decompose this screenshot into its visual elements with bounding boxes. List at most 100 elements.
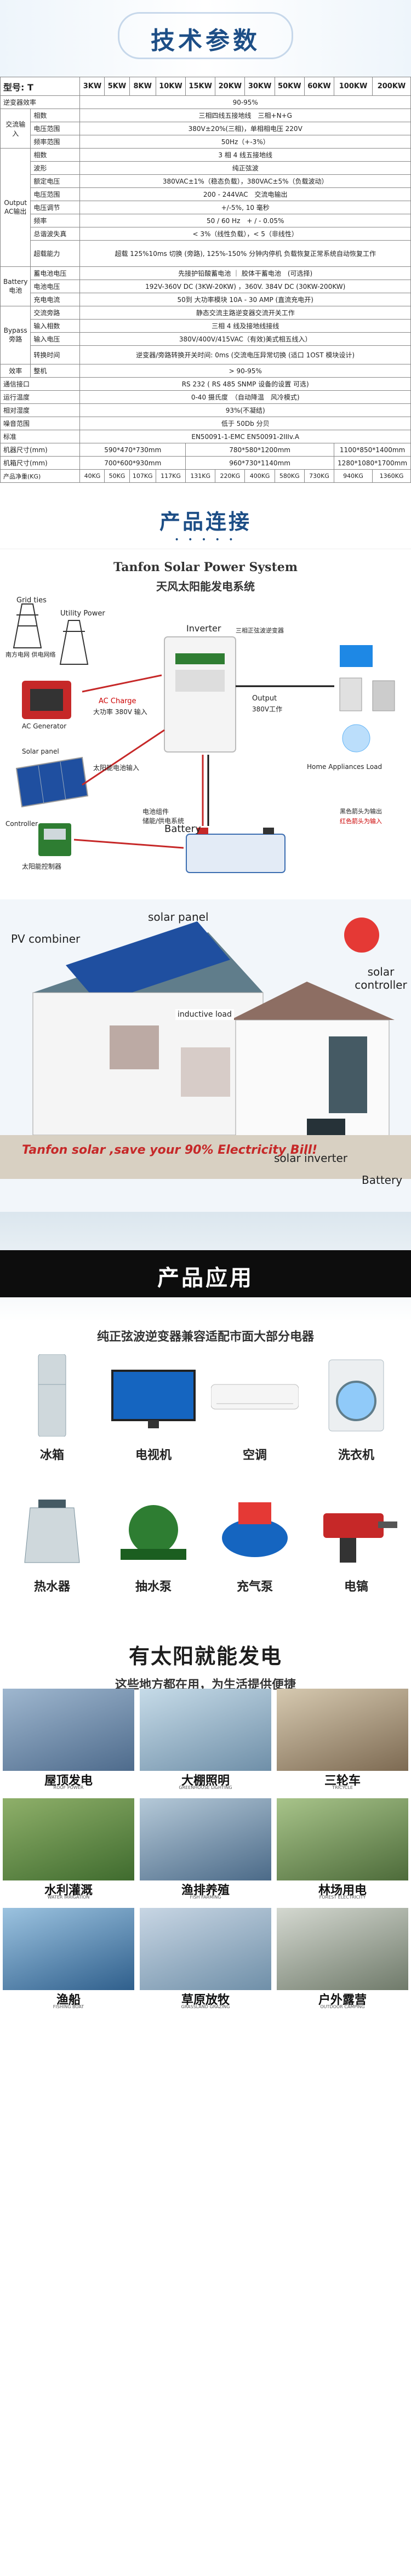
model-col: 10KW bbox=[155, 77, 186, 96]
appliance-name: 电镐 bbox=[344, 1580, 368, 1594]
solar-panel-icon bbox=[15, 756, 89, 808]
row-value: 90-95% bbox=[79, 95, 411, 109]
row-label: 机器尺寸(mm) bbox=[0, 443, 81, 457]
controller-cn-label: 太阳能控制器 bbox=[22, 863, 62, 870]
row-value: 380V±20%(三相)，单相相电压 220V bbox=[79, 122, 411, 135]
section-connect-header: 产品连接 • • • • • bbox=[0, 483, 411, 549]
row-label: 转换时间 bbox=[30, 345, 81, 364]
appliance-item: 冰箱 bbox=[3, 1354, 101, 1463]
ac-charge-cn-label: 大功率 380V 输入 bbox=[93, 708, 147, 716]
row-value: 低于 50Db 分贝 bbox=[79, 417, 411, 430]
ac-charge-label: AC Charge bbox=[99, 697, 136, 705]
model-col: 8KW bbox=[129, 77, 156, 96]
solar-panel-label: Solar panel bbox=[22, 748, 59, 755]
place-caption-en: TRICYCLE bbox=[332, 1785, 353, 1790]
place-photo bbox=[3, 1908, 134, 1990]
table-row: 输入电压 380V/400V/415VAC（有效)美式相五线入） bbox=[1, 332, 411, 346]
row-value: 3 相 4 线五接地线 bbox=[79, 148, 411, 162]
place-caption-en: FISHING BOAT bbox=[53, 2004, 84, 2009]
appliance-item: 抽水泵 bbox=[104, 1486, 203, 1594]
inverter-label: Inverter bbox=[186, 623, 221, 634]
row-label: 通信接口 bbox=[0, 377, 81, 391]
row-value: 580KG bbox=[274, 469, 305, 483]
row-value: 200 - 244VAC 交流电输出 bbox=[79, 187, 411, 201]
row-value: 117KG bbox=[155, 469, 186, 483]
grid-cn-label: 南方电网 供电网络 bbox=[5, 651, 56, 658]
appliance-name: 抽水泵 bbox=[135, 1580, 172, 1594]
fridge-icon bbox=[8, 1354, 96, 1437]
place-caption-en: FISH FARMING bbox=[190, 1895, 221, 1900]
row-label: 波形 bbox=[30, 161, 81, 175]
table-row: 效率 整机 > 90-95% bbox=[0, 364, 411, 378]
row-value: 50Hz（+-3%） bbox=[79, 135, 411, 149]
controller-label: Controller bbox=[5, 820, 38, 828]
row-label: 总谐波失真 bbox=[30, 227, 81, 241]
row-value: RS 232 ( RS 485 SNMP 设备的设置 可选) bbox=[79, 377, 411, 391]
table-row: Output AC输出 相数 3 相 4 线五接地线 bbox=[0, 148, 411, 267]
row-value: 三相四线五接地线 三相+N+G bbox=[79, 109, 411, 122]
row-label: 相对湿度 bbox=[0, 403, 81, 417]
row-value: 纯正弦波 bbox=[79, 161, 411, 175]
place-caption: 大棚照明 bbox=[181, 1774, 230, 1788]
appliance-name: 洗衣机 bbox=[338, 1449, 374, 1462]
place-caption-en: OUTDOOR CAMPING bbox=[320, 2004, 365, 2009]
row-label: 超载能力 bbox=[30, 240, 81, 267]
row-value: 730KG bbox=[304, 469, 335, 483]
place-caption-en: GRASSLAND GRAZING bbox=[181, 2004, 230, 2009]
section-connect-title: 产品连接 bbox=[159, 510, 252, 534]
slogan: Tanfon solar ,save your 90% Electricity … bbox=[22, 1143, 318, 1157]
model-col: 3KW bbox=[79, 77, 105, 96]
row-value: 50KG bbox=[104, 469, 130, 483]
house-solar-panel-label: solar panel bbox=[148, 910, 209, 924]
model-col: 100KW bbox=[334, 77, 373, 96]
place-photo bbox=[277, 1798, 408, 1880]
row-group: 效率 bbox=[0, 364, 31, 378]
row-label: 频率 bbox=[30, 214, 81, 227]
row-label: 运行温度 bbox=[0, 390, 81, 404]
model-col: 5KW bbox=[104, 77, 130, 96]
place-item: 大棚照明 GREENHOUSE LIGHTING bbox=[140, 1689, 271, 1793]
model-col: 50KW bbox=[274, 77, 305, 96]
row-value: 50 / 60 Hz + / - 0.05% bbox=[79, 214, 411, 227]
appliance-name: 冰箱 bbox=[39, 1449, 64, 1462]
row-value: 107KG bbox=[129, 469, 156, 483]
place-photo bbox=[140, 1908, 271, 1990]
place-caption-en: FOREST ELECTRICITY bbox=[319, 1895, 366, 1900]
utility-tower-icon bbox=[59, 620, 89, 665]
place-caption: 三轮车 bbox=[324, 1774, 361, 1788]
row-value: 400KG bbox=[244, 469, 275, 483]
section-divider-dots: • • • • • bbox=[174, 535, 237, 544]
model-col: 60KW bbox=[304, 77, 335, 96]
place-caption-en: GREENHOUSE LIGHTING bbox=[179, 1785, 232, 1790]
place-item: 水利灌溉 WATER IRRIGATION bbox=[3, 1798, 134, 1902]
table-row: 标准 EN50091-1-EMC EN50091-2IIIv.A bbox=[0, 430, 411, 443]
row-label: 相数 bbox=[30, 148, 81, 162]
system-title-en: Tanfon Solar Power System bbox=[113, 560, 298, 574]
appliance-name: 充气泵 bbox=[236, 1580, 273, 1594]
place-caption: 水利灌溉 bbox=[44, 1884, 93, 1897]
grid-tower-icon bbox=[13, 603, 42, 648]
row-value: < 3%（线性负载），< 5（非线性） bbox=[79, 227, 411, 241]
row-group: Output AC输出 bbox=[0, 148, 31, 267]
table-row: 充电电流 50到 大功率模块 10A - 30 AMP (直流充电开) bbox=[1, 293, 411, 306]
battery-icon bbox=[186, 828, 286, 873]
table-row: 超载能力 超载 125%10ms 切换 (旁路), 125%-150% 分钟内停… bbox=[1, 240, 411, 267]
output-cn-label: 380V工作 bbox=[252, 705, 283, 713]
row-label: 产品净重(KG) bbox=[0, 469, 81, 483]
row-label: 电压范围 bbox=[30, 187, 81, 201]
section-app-bar bbox=[0, 1250, 411, 1297]
model-col: 15KW bbox=[185, 77, 216, 96]
row-value: 静态交流主路逆变器交流开关工作 bbox=[79, 306, 411, 320]
table-row: 通信接口 RS 232 ( RS 485 SNMP 设备的设置 可选) bbox=[0, 377, 411, 391]
roof-solar-panel bbox=[66, 921, 230, 1004]
row-label: 输入相数 bbox=[30, 319, 81, 333]
spec-table: 型号: T 3KW 5KW 8KW 10KW 15KW 20KW 30KW 50… bbox=[0, 77, 411, 483]
row-label: 噪音范围 bbox=[0, 417, 81, 430]
hammer-drill-icon bbox=[312, 1486, 400, 1568]
row-label: 额定电压 bbox=[30, 174, 81, 188]
solar-controller-label: solar controller bbox=[355, 965, 407, 991]
row-label: 标准 bbox=[0, 430, 81, 443]
table-row: Battery 电池 蓄电池电压 先接护铅酸蓄电池 ｜ 胶体干蓄电池 (可选择) bbox=[0, 266, 411, 306]
row-label: 电池电压 bbox=[30, 280, 81, 293]
